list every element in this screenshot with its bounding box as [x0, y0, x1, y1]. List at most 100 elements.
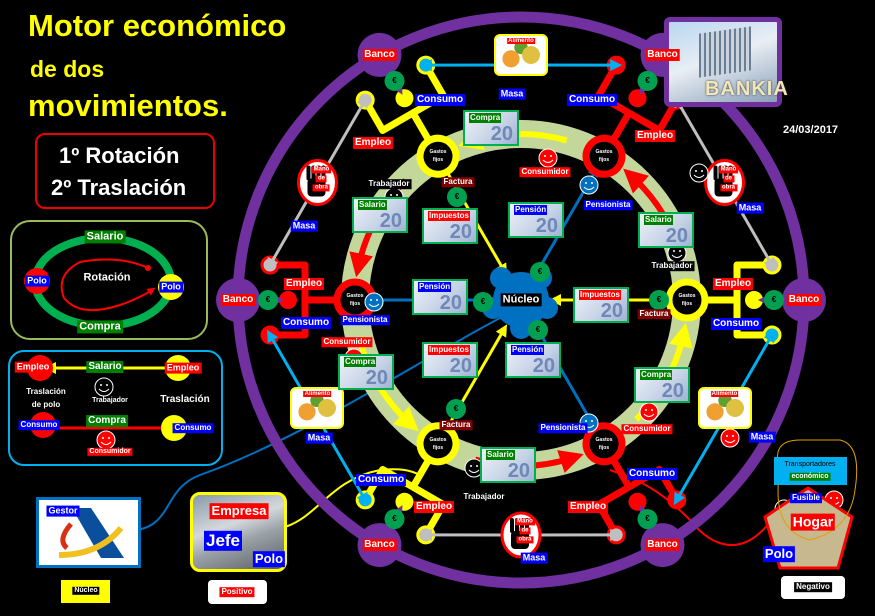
empleo-label: Empleo — [567, 501, 609, 513]
euro-icon: € — [645, 514, 650, 524]
trabajador-label: Trabajador — [649, 261, 695, 271]
fijos-label: fijos — [598, 157, 610, 164]
salario-label: Salario — [358, 200, 387, 210]
economico-label: económico — [789, 472, 831, 482]
gastos-fijos-node — [416, 134, 460, 178]
eye — [836, 497, 838, 499]
euro-coin — [530, 262, 550, 282]
face — [364, 292, 384, 312]
face — [720, 428, 740, 448]
gastos-label: Gastos — [595, 436, 613, 443]
empleo-label: Empleo — [283, 278, 325, 290]
gestor-label: Gestor — [46, 505, 80, 517]
pensionista-label: Pensionista — [538, 423, 588, 433]
fijos-label: fijos — [681, 301, 693, 307]
legend-traslacion-polo-2: de polo — [31, 400, 61, 410]
banknote-value: 20 — [600, 300, 623, 322]
pension-label: Pensión — [514, 205, 548, 215]
alimento-basket: Alimento — [494, 34, 548, 76]
de-label: de — [315, 174, 327, 183]
pensionista-face-icon — [364, 292, 384, 312]
rotation-legend — [10, 220, 208, 340]
title-line-2: de dos — [30, 56, 105, 82]
movements-box: 1º Rotación 2º Traslación — [35, 133, 215, 209]
banknote-value: 20 — [507, 460, 530, 482]
euro-icon: € — [656, 295, 662, 305]
compra-label: Compra — [344, 357, 377, 367]
banco-label: Banco — [645, 539, 680, 552]
mano-label: Mano — [515, 518, 535, 526]
worker-consumer-figure — [582, 55, 687, 178]
food-flow — [673, 416, 726, 506]
pensionista-label: Pensionista — [340, 315, 390, 325]
consumo-label: Consumo — [710, 318, 762, 330]
agencia-logo-icon — [58, 508, 124, 558]
euro-coin — [446, 399, 466, 419]
pension-label: Pensión — [511, 345, 545, 355]
compra-label: Compra — [640, 370, 673, 380]
banknote-value: 20 — [535, 215, 558, 237]
banco-label: Banco — [786, 294, 822, 306]
legend-polo-red: Polo — [25, 275, 49, 287]
legend-consumo-right: Consumo — [172, 423, 214, 433]
masa-label: Masa — [736, 202, 764, 214]
consumidor-face-icon — [639, 402, 659, 422]
gastos-fijos-node — [665, 278, 709, 322]
mouth — [100, 441, 112, 445]
food-flow — [316, 416, 369, 506]
trabajador-label: Trabajador — [366, 179, 412, 189]
mouth — [643, 413, 655, 417]
trabajador-face-icon — [94, 377, 114, 397]
eye — [732, 435, 734, 437]
gastos-fijos-node — [582, 134, 626, 178]
obra-label: obra — [516, 536, 534, 544]
face — [639, 402, 659, 422]
legend-salario-2: Salario — [86, 361, 124, 373]
empresa-photo[interactable]: Empresa Jefe Polo — [190, 492, 287, 572]
mouth — [583, 186, 595, 190]
euro-icon: € — [392, 76, 397, 86]
factura-label: Factura — [637, 309, 671, 319]
hogar-polo-label: Polo — [762, 546, 796, 562]
eye — [830, 497, 832, 499]
gastos-label: Gastos — [429, 436, 447, 443]
transportadores-label: Transportadores — [784, 460, 836, 468]
legend-consumo-left: Consumo — [18, 420, 60, 430]
consumo-label: Consumo — [280, 317, 332, 329]
banknote-value: 20 — [490, 123, 513, 145]
masa-label: Masa — [305, 432, 333, 444]
banknote-value: 20 — [532, 355, 555, 377]
eye — [651, 409, 653, 411]
empresa-connector — [284, 468, 421, 528]
empleo-label: Empleo — [634, 130, 676, 142]
euro-icon: € — [535, 325, 541, 335]
legend-empleo-right: Empleo — [164, 362, 202, 374]
eye — [679, 250, 681, 252]
banknote-value: 20 — [439, 292, 462, 314]
euro-icon: € — [454, 192, 460, 202]
gestor-logo[interactable]: Gestor — [36, 497, 141, 568]
banknote-value: 20 — [449, 221, 472, 243]
consumidor-face-icon — [96, 430, 116, 450]
alimento-label: Alimento — [507, 38, 535, 44]
mano-label: Mano — [311, 165, 332, 174]
legend-empleo-left: Empleo — [14, 361, 52, 373]
mano-label: Mano — [718, 165, 739, 174]
eye — [376, 299, 378, 301]
masa-label: Masa — [520, 552, 548, 564]
empresa-polo-label: Polo — [252, 551, 286, 567]
consumo-label: Consumo — [414, 94, 466, 106]
eye — [100, 384, 102, 386]
masa-label: Masa — [748, 431, 776, 443]
banco-label: Banco — [645, 48, 680, 61]
factura-label: Factura — [441, 177, 475, 187]
nucleo-caption: Núcleo — [72, 586, 100, 596]
nucleo-caption-box: Núcleo — [61, 580, 110, 603]
mouth — [693, 174, 705, 178]
nucleus-lobe — [536, 297, 558, 319]
face — [579, 175, 599, 195]
